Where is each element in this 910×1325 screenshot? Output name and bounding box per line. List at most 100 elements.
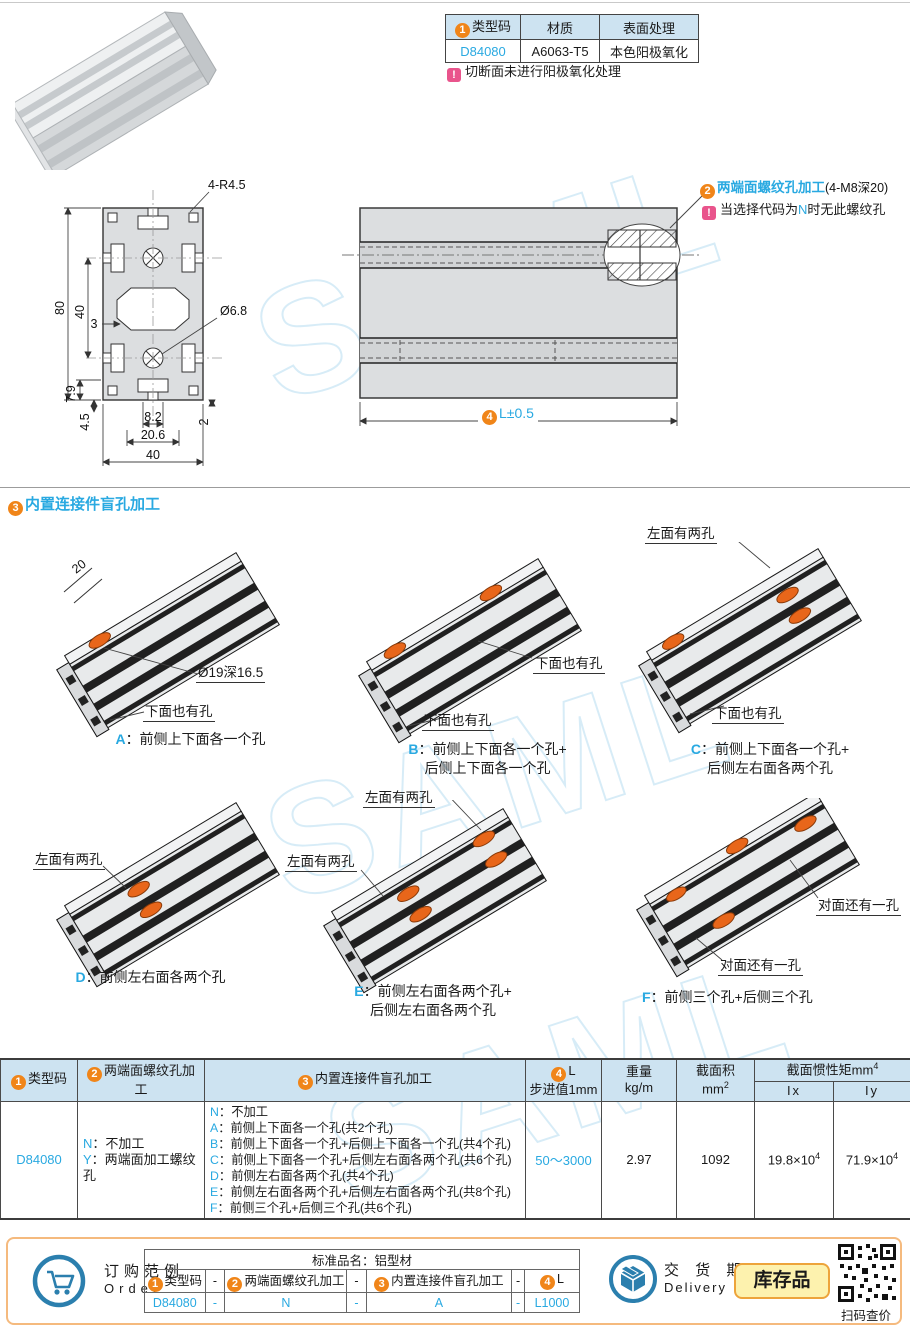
num-4-icon: 4 — [551, 1066, 567, 1082]
bottom-hole-label: 下面也有孔 — [533, 652, 605, 674]
svg-text:7.9: 7.9 — [64, 385, 78, 402]
order-v-sep: - — [346, 1292, 367, 1313]
variant-a-caption: A：前侧上下面各一个孔 — [115, 731, 266, 747]
svg-text:20.6: 20.6 — [141, 428, 165, 442]
bottom-hole-label: 下面也有孔 — [143, 700, 215, 722]
qr-code[interactable] — [836, 1242, 898, 1304]
svg-text:80: 80 — [53, 301, 67, 315]
delivery-label-cn: 交 货 期 — [664, 1262, 748, 1279]
left-holes-label: 左面有两孔 — [285, 850, 357, 872]
variant-card-f: 对面还有一孔 对面还有一孔 F：前侧三个孔+后侧三个孔 — [618, 792, 910, 1033]
svg-text:8.2: 8.2 — [144, 410, 161, 424]
num-2-icon: 2 — [700, 184, 715, 199]
spec-col-ix: Ix — [754, 1080, 834, 1102]
variant-f-drawing — [632, 792, 861, 978]
product-photo — [15, 11, 217, 170]
order-v-length: L1000 — [523, 1292, 581, 1313]
spec-code[interactable]: D84080 — [0, 1100, 78, 1219]
bottom-hole-label: 下面也有孔 — [712, 702, 784, 724]
cross-section-drawing: 80 40 3 Ø6.8 4-R4.5 7.9 4.5 8.2 2 20.6 4… — [53, 178, 247, 466]
bottom-hole-label: 下面也有孔 — [422, 709, 494, 731]
anodize-note: !切断面未进行阳极氧化处理 — [447, 61, 621, 82]
variant-card-b: 下面也有孔 下面也有孔 B：前侧上下面各一个孔+ 后侧上下面各一个孔 — [350, 556, 625, 801]
side-view-drawing — [342, 195, 703, 426]
product-name: 标准品名：铝型材 — [144, 1249, 580, 1270]
svg-text:40: 40 — [146, 448, 160, 462]
svg-text:4.5: 4.5 — [78, 413, 92, 430]
svg-text:20: 20 — [69, 557, 89, 577]
num-2-icon: 2 — [86, 1066, 102, 1082]
spec-iy: 71.9×104 — [833, 1100, 910, 1219]
order-h-sep: - — [511, 1269, 525, 1293]
warning-icon: ! — [702, 206, 716, 220]
order-v-sep: - — [511, 1292, 525, 1313]
variant-card-a: 20 Ø19深16.5 下面也有孔 A：前侧上下面各一个孔 — [48, 548, 333, 778]
order-h-sep: - — [204, 1269, 226, 1293]
spec-col-iy: Iy — [833, 1080, 910, 1102]
variant-f-caption: F：前侧三个孔+后侧三个孔 — [642, 989, 813, 1005]
delivery-label-en: Delivery — [664, 1280, 727, 1295]
variant-card-c: 左面有两孔 下面也有孔 C：前侧上下面各一个孔+ 后侧左右面各两个孔 — [630, 514, 910, 814]
stock-badge: 库存品 — [734, 1263, 830, 1299]
variant-c-drawing — [634, 542, 863, 734]
num-1-icon: 1 — [454, 23, 470, 38]
variant-card-d: 左面有两孔 D：前侧左右面各两个孔 — [8, 800, 293, 1015]
left-holes-label: 左面有两孔 — [363, 786, 435, 808]
num-3-icon: 3 — [8, 501, 23, 516]
svg-text:Ø6.8: Ø6.8 — [220, 304, 247, 318]
hole-spec-label: Ø19深16.5 — [196, 661, 266, 683]
finish-value: 本色阳极氧化 — [599, 39, 699, 63]
num-1-icon: 1 — [10, 1074, 26, 1090]
num-2-icon: 2 — [227, 1277, 243, 1292]
order-v-thread: N — [224, 1292, 348, 1313]
variant-e-drawing — [319, 800, 548, 994]
opposite-hole-label: 对面还有一孔 — [816, 894, 901, 916]
opposite-hole-label: 对面还有一孔 — [718, 954, 803, 976]
variant-d-caption: D：前侧左右面各两个孔 — [75, 969, 226, 985]
spec-ix: 19.8×104 — [754, 1100, 834, 1219]
spec-weight: 2.97 — [601, 1100, 677, 1219]
qr-caption: 扫码查价 — [840, 1309, 891, 1323]
warning-icon: ! — [447, 68, 461, 82]
spec-thread-options: N：不加工 Y：两端面加工螺纹孔 — [77, 1100, 205, 1219]
left-holes-label: 左面有两孔 — [645, 522, 717, 544]
variant-c-caption: C：前侧上下面各一个孔+ 后侧左右面各两个孔 — [690, 741, 850, 776]
col-material: 材质 — [520, 14, 600, 40]
top-rule — [0, 2, 910, 3]
material-value: A6063-T5 — [520, 39, 600, 63]
spec-length-range: 50～3000 — [525, 1100, 602, 1219]
spec-col-inertia: 截面惯性矩mm4 — [754, 1058, 910, 1082]
spec-col-area: 截面积 mm2 — [676, 1058, 755, 1102]
type-code[interactable]: D84080 — [445, 39, 521, 63]
num-4-icon: 4 — [482, 410, 497, 425]
num-1-icon: 1 — [147, 1277, 163, 1292]
variant-d-drawing — [52, 802, 281, 988]
num-3-icon: 3 — [374, 1277, 390, 1292]
variant-b-drawing — [354, 558, 583, 744]
order-v-blind: A — [365, 1292, 513, 1313]
section-divider — [0, 487, 910, 488]
variant-a-drawing: 20 — [52, 552, 281, 738]
order-v-sep: - — [204, 1292, 226, 1313]
order-v-code[interactable]: D84080 — [144, 1292, 206, 1313]
spec-row: D84080 N：不加工 Y：两端面加工螺纹孔 N：不加工 A：前侧上下面各一个… — [0, 1100, 910, 1219]
left-holes-label: 左面有两孔 — [33, 848, 105, 870]
delivery-icon — [609, 1255, 657, 1303]
spec-area: 1092 — [676, 1100, 755, 1219]
cart-icon — [32, 1254, 86, 1308]
svg-text:40: 40 — [73, 305, 87, 319]
